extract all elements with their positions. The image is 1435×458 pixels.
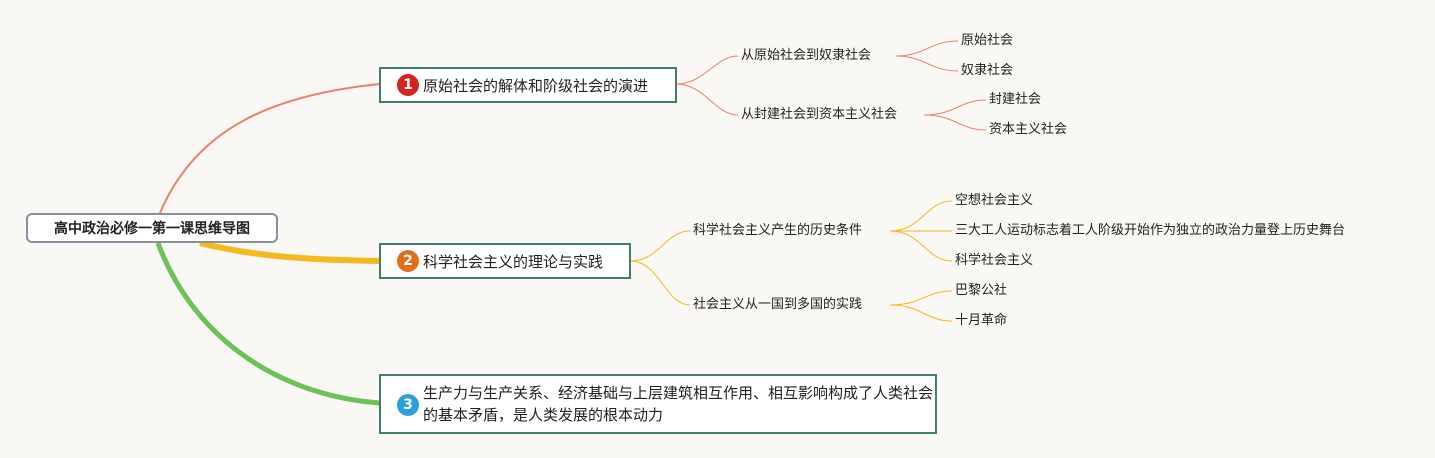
leaf-line-1-2-2 (923, 114, 987, 131)
leaf-line-1-1-2 (895, 55, 959, 72)
sub-line-1-2 (675, 83, 739, 116)
leaf-line-1-2-1 (923, 99, 987, 116)
leaf-1-1-1[interactable]: 原始社会 (961, 33, 1014, 48)
leaf-1-2-2[interactable]: 资本主义社会 (989, 122, 1068, 137)
leaf-line-1-1-1 (895, 40, 959, 57)
leaf-2-2-2[interactable]: 十月革命 (955, 313, 1008, 328)
leaf-line-2-2-2 (889, 304, 953, 322)
sub-line-2-1 (629, 230, 691, 262)
leaf-2-1-2[interactable]: 三大工人运动标志着工人阶级开始作为独立的政治力量登上历史舞台 (955, 223, 1346, 238)
main-topic-1-label: 原始社会的解体和阶级社会的演进 (423, 76, 649, 95)
leaf-line-2-1-3 (889, 230, 953, 262)
subtopic-2-2[interactable]: 社会主义从一国到多国的实践 (693, 297, 863, 312)
number-badge-3: 3 (397, 394, 419, 416)
root-title: 高中政治必修一第一课思维导图 (54, 221, 250, 237)
leaf-2-2-1[interactable]: 巴黎公社 (955, 283, 1008, 298)
leaf-2-1-1[interactable]: 空想社会主义 (955, 193, 1034, 208)
main-topic-3[interactable]: 3 生产力与生产关系、经济基础与上层建筑相互作用、相互影响构成了人类社会的基本矛… (379, 374, 937, 434)
leaf-1-2-1[interactable]: 封建社会 (989, 92, 1042, 107)
subtopic-1-1[interactable]: 从原始社会到奴隶社会 (741, 48, 872, 63)
leaf-line-2-1-1 (889, 200, 953, 232)
branch-line-2 (199, 240, 381, 264)
branch-line-3 (155, 242, 381, 406)
number-badge-1: 1 (397, 74, 419, 96)
number-badge-2: 2 (397, 250, 419, 272)
sub-line-2-2 (629, 260, 691, 306)
leaf-line-2-2-1 (889, 290, 953, 306)
main-topic-2[interactable]: 2 科学社会主义的理论与实践 (379, 243, 631, 279)
sub-line-1-1 (675, 55, 739, 85)
leaf-2-1-3[interactable]: 科学社会主义 (955, 253, 1034, 268)
branch-line-1 (159, 83, 381, 214)
main-topic-1[interactable]: 1 原始社会的解体和阶级社会的演进 (379, 67, 677, 103)
root-topic[interactable]: 高中政治必修一第一课思维导图 (26, 213, 278, 243)
main-topic-3-label: 生产力与生产关系、经济基础与上层建筑相互作用、相互影响构成了人类社会的基本矛盾，… (423, 384, 934, 424)
main-topic-2-label: 科学社会主义的理论与实践 (423, 252, 604, 271)
subtopic-1-2[interactable]: 从封建社会到资本主义社会 (741, 107, 898, 122)
leaf-1-1-2[interactable]: 奴隶社会 (961, 63, 1014, 78)
subtopic-2-1[interactable]: 科学社会主义产生的历史条件 (693, 223, 863, 238)
